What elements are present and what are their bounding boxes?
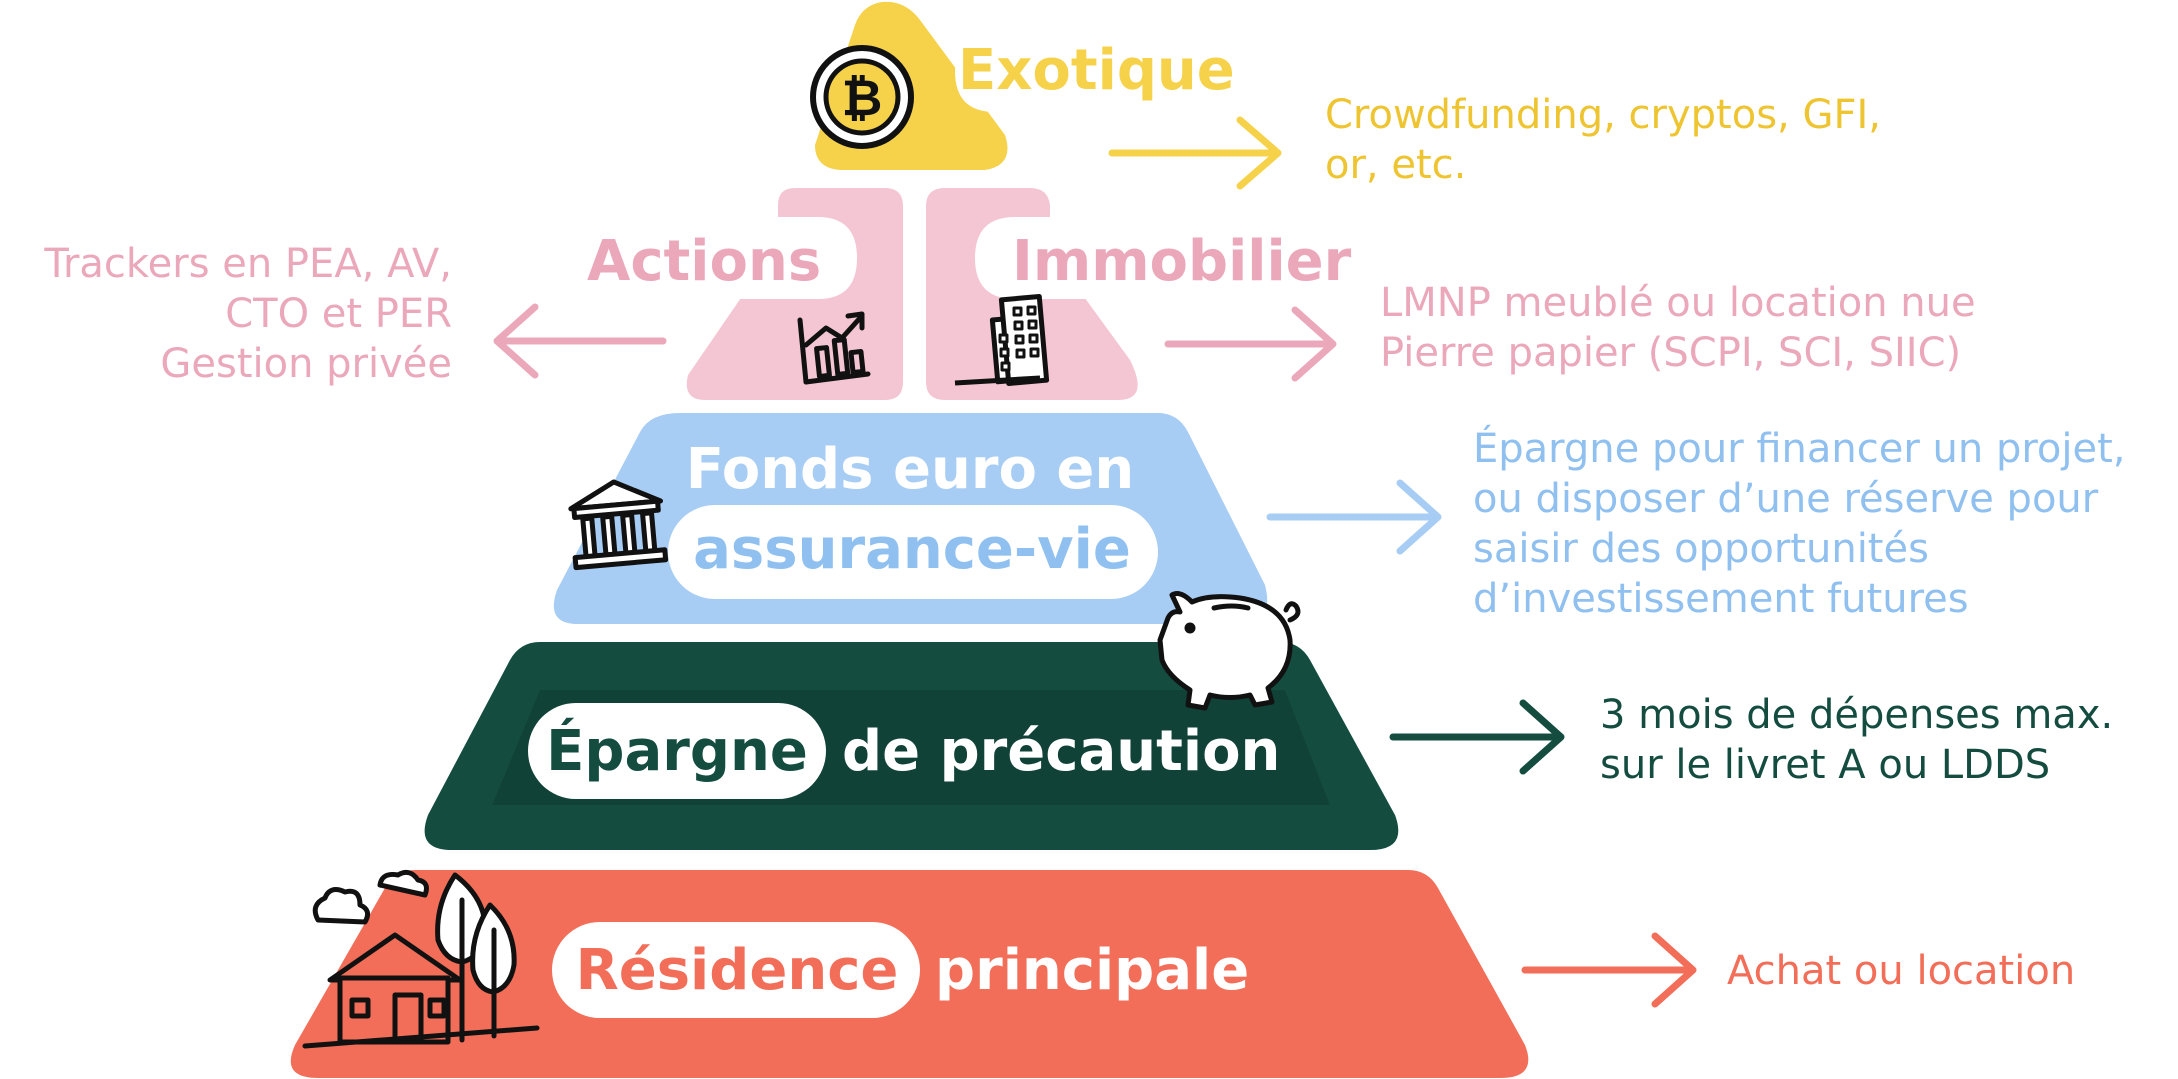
tier-exotique-title: Exotique xyxy=(958,38,1235,103)
building-icon xyxy=(954,294,1050,386)
note-fonds-line-4: d’investissement futures xyxy=(1473,576,1969,622)
note-fonds-line-3: saisir des opportunités xyxy=(1473,526,1929,572)
arrow-immobilier xyxy=(1164,306,1337,382)
note-exotique-line-2: or, etc. xyxy=(1325,142,1466,188)
note-actions-line-1: Trackers en PEA, AV, xyxy=(43,241,452,287)
tier-immobilier: Immobilier LMNP meublé ou location nue P… xyxy=(926,188,1976,400)
arrow-exotique-head xyxy=(1236,116,1282,190)
tier-residence-title-1: Résidence xyxy=(576,938,899,1003)
note-actions-line-2: CTO et PER xyxy=(225,291,452,337)
actions-side-notes: Trackers en PEA, AV, CTO et PER Gestion … xyxy=(43,241,667,387)
tier-fonds-title-1: Fonds euro en xyxy=(686,437,1135,502)
note-epargne-line-2: sur le livret A ou LDDS xyxy=(1600,742,2050,788)
tier-immobilier-title: Immobilier xyxy=(1012,229,1352,294)
tier-residence: Résidence principale Achat ou location xyxy=(290,869,2075,1078)
bank-icon xyxy=(568,479,669,571)
note-exotique-line-1: Crowdfunding, cryptos, GFI, xyxy=(1325,92,1881,138)
tier-fonds-title-2: assurance-vie xyxy=(693,517,1131,582)
tier-exotique-label-bg xyxy=(955,30,1240,112)
arrow-residence xyxy=(1521,932,1697,1008)
note-epargne-line-1: 3 mois de dépenses max. xyxy=(1600,692,2113,738)
tier-epargne-label-bg xyxy=(528,703,826,799)
arrow-fonds xyxy=(1266,479,1442,555)
arrow-epargne xyxy=(1389,699,1565,775)
note-immobilier-line-2: Pierre papier (SCPI, SCI, SIIC) xyxy=(1380,330,1961,376)
arrow-actions xyxy=(493,303,667,379)
note-immobilier-line-1: LMNP meublé ou location nue xyxy=(1380,280,1976,326)
note-fonds-line-1: Épargne pour financer un projet, xyxy=(1473,424,2126,472)
tier-residence-title-2: principale xyxy=(935,938,1249,1003)
stock-chart-icon xyxy=(797,311,871,385)
bitcoin-coin-icon: ₿ xyxy=(810,45,914,149)
tier-exotique: Exotique ₿ Crowdfunding, cryptos, GFI, o… xyxy=(810,1,1881,190)
tier-epargne-title-1: Épargne xyxy=(546,718,808,784)
note-residence-line-1: Achat ou location xyxy=(1727,948,2075,994)
house-trees-icon xyxy=(302,869,540,1049)
piggy-bank-icon xyxy=(1157,591,1301,711)
tier-fonds-label-bg xyxy=(668,505,1158,599)
tier-actions-title: Actions xyxy=(587,229,821,294)
tier-fonds-euro: Fonds euro en assurance-vie Épargne pour… xyxy=(553,413,2126,624)
note-actions-line-3: Gestion privée xyxy=(160,341,452,387)
tier-epargne: Épargne de précaution 3 mois de dépenses… xyxy=(424,591,2113,850)
tier-actions: Actions xyxy=(570,188,903,400)
tier-immobilier-label-bg xyxy=(975,217,1360,299)
tier-epargne-title-2: de précaution xyxy=(842,719,1280,784)
note-fonds-line-2: ou disposer d’une réserve pour xyxy=(1473,476,2099,522)
tier-residence-label-bg xyxy=(552,922,920,1018)
tier-actions-label-bg xyxy=(570,217,857,299)
svg-text:₿: ₿ xyxy=(842,69,883,127)
